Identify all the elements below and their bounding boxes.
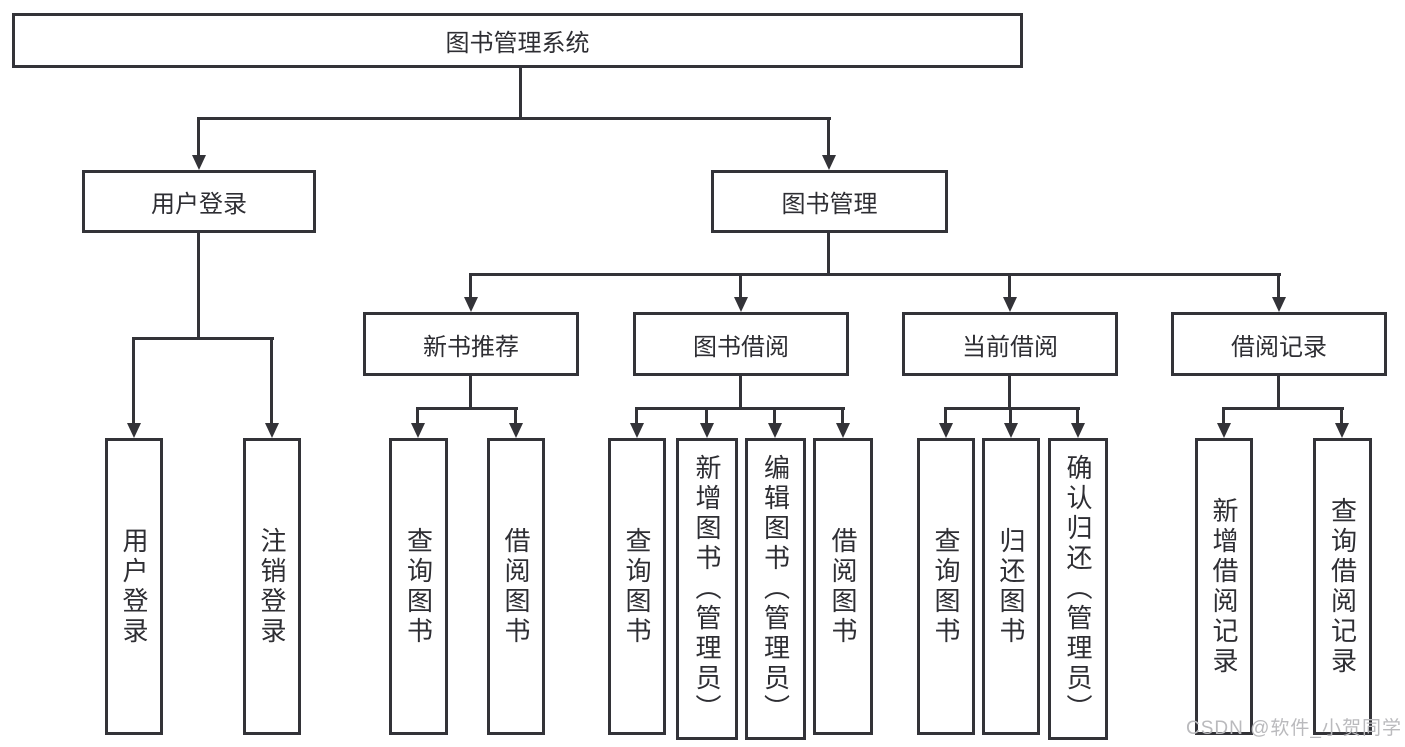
arrowhead: [768, 423, 782, 438]
leaf-borrowing-borrow-books: 借阅图书: [813, 438, 873, 735]
connector-line: [635, 407, 638, 425]
node-new-book-recommend: 新书推荐: [363, 312, 579, 376]
arrowhead: [464, 297, 478, 312]
connector-line: [773, 407, 776, 425]
connector-line: [469, 273, 472, 299]
arrowhead: [411, 423, 425, 438]
arrowhead: [265, 423, 279, 438]
arrowhead: [822, 155, 836, 170]
leaf-borrowing-query-books-label: 查询图书: [622, 526, 652, 647]
leaf-user-login: 用户登录: [105, 438, 163, 735]
arrowhead: [192, 155, 206, 170]
connector-line: [519, 68, 522, 120]
leaf-borrowing-edit-books-admin-label: 编辑图书（管理员）: [760, 454, 791, 724]
node-new-book-recommend-label: 新书推荐: [423, 333, 519, 361]
arrowhead: [734, 297, 748, 312]
leaf-borrowing-borrow-books-label: 借阅图书: [828, 526, 858, 647]
connector-line: [739, 273, 742, 299]
leaf-borrowing-add-books-admin-label: 新增图书（管理员）: [692, 454, 722, 724]
leaf-current-confirm-return-admin-label: 确认归还（管理员）: [1063, 454, 1093, 724]
connector-line: [827, 233, 830, 275]
leaf-current-return-books: 归还图书: [982, 438, 1040, 735]
leaf-recommend-borrow-books-label: 借阅图书: [501, 526, 531, 647]
node-book-borrowing: 图书借阅: [633, 312, 849, 376]
node-borrowing-records-label: 借阅记录: [1231, 333, 1327, 361]
arrowhead: [127, 423, 141, 438]
connector-line: [1008, 376, 1011, 409]
connector-line: [416, 407, 419, 425]
node-book-management-label: 图书管理: [781, 191, 878, 218]
node-current-borrowing: 当前借阅: [902, 312, 1118, 376]
leaf-records-add-borrow-record-label: 新增借阅记录: [1209, 496, 1239, 677]
leaf-logout-login-label: 注销登录: [257, 526, 287, 647]
arrowhead: [1217, 423, 1231, 438]
arrowhead: [1272, 297, 1286, 312]
arrowhead: [1071, 423, 1085, 438]
arrowhead: [630, 423, 644, 438]
leaf-recommend-query-books: 查询图书: [389, 438, 448, 735]
leaf-records-query-borrow-record-label: 查询借阅记录: [1327, 496, 1358, 677]
connector-line: [1008, 273, 1011, 299]
arrowhead: [1335, 423, 1349, 438]
connector-line: [739, 376, 742, 409]
connector-line: [1340, 407, 1343, 425]
connector-line: [705, 407, 708, 425]
node-borrowing-records: 借阅记录: [1171, 312, 1387, 376]
connector-line: [1277, 273, 1280, 299]
connector-line: [469, 376, 472, 409]
arrowhead: [836, 423, 850, 438]
leaf-current-query-books-label: 查询图书: [931, 526, 961, 647]
node-root: 图书管理系统: [12, 13, 1023, 68]
connector-line: [514, 407, 517, 425]
connector-line: [1076, 407, 1079, 425]
connector-line: [1222, 407, 1225, 425]
node-book-borrowing-label: 图书借阅: [693, 333, 789, 361]
connector-line: [1223, 407, 1344, 410]
leaf-current-return-books-label: 归还图书: [996, 526, 1026, 647]
arrowhead: [1003, 297, 1017, 312]
arrowhead: [939, 423, 953, 438]
node-root-label: 图书管理系统: [445, 30, 590, 57]
leaf-records-add-borrow-record: 新增借阅记录: [1195, 438, 1253, 735]
leaf-records-query-borrow-record: 查询借阅记录: [1313, 438, 1372, 735]
connector-line: [636, 407, 845, 410]
leaf-recommend-borrow-books: 借阅图书: [487, 438, 545, 735]
leaf-borrowing-query-books: 查询图书: [608, 438, 666, 735]
connector-line: [133, 337, 274, 340]
arrowhead: [509, 423, 523, 438]
connector-line: [945, 407, 1080, 410]
connector-line: [197, 117, 831, 120]
connector-line: [132, 337, 135, 425]
node-user-login: 用户登录: [82, 170, 316, 233]
leaf-user-login-label: 用户登录: [119, 526, 149, 647]
node-book-management: 图书管理: [711, 170, 948, 233]
arrowhead: [1004, 423, 1018, 438]
connector-line: [270, 337, 273, 425]
leaf-borrowing-add-books-admin: 新增图书（管理员）: [676, 438, 738, 740]
leaf-borrowing-edit-books-admin: 编辑图书（管理员）: [745, 438, 806, 740]
arrowhead: [700, 423, 714, 438]
leaf-logout-login: 注销登录: [243, 438, 301, 735]
connector-line: [417, 407, 518, 410]
connector-line: [197, 117, 200, 157]
connector-line: [469, 273, 1281, 276]
leaf-recommend-query-books-label: 查询图书: [403, 526, 434, 647]
connector-line: [1277, 376, 1280, 409]
connector-line: [1009, 407, 1012, 425]
node-user-login-label: 用户登录: [151, 191, 247, 218]
connector-line: [944, 407, 947, 425]
connector-line: [827, 117, 830, 157]
csdn-watermark: CSDN @软件_小贺同学: [1186, 718, 1402, 739]
leaf-current-confirm-return-admin: 确认归还（管理员）: [1048, 438, 1108, 740]
leaf-current-query-books: 查询图书: [917, 438, 975, 735]
connector-line: [197, 233, 200, 339]
connector-line: [841, 407, 844, 425]
node-current-borrowing-label: 当前借阅: [962, 333, 1058, 361]
